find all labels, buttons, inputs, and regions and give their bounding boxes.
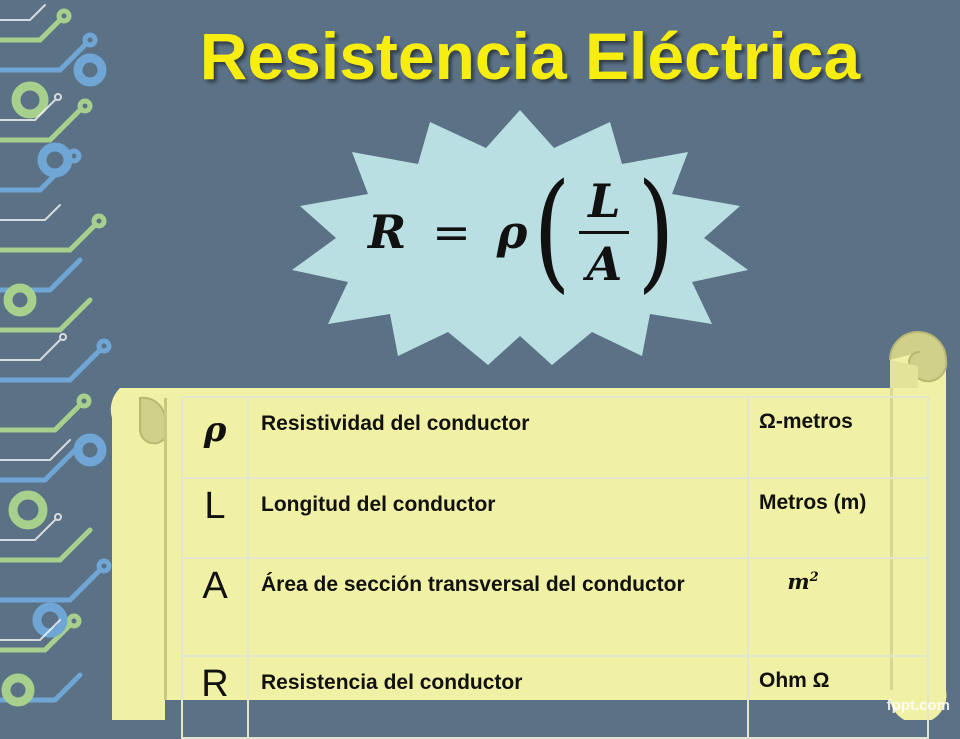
formula-denominator: A [586,236,623,291]
formula-fraction: L A [579,173,630,291]
resistance-formula: R = ρ ( L A ) [368,162,681,302]
symbol-cell: L [181,477,249,559]
table-row: R Resistencia del conductor Ohm Ω [181,655,929,739]
unit-cell: m2 [747,557,929,657]
starburst-shape [292,110,748,365]
table-row: ρ Resistividad del conductor Ω-metros [181,396,929,479]
description-cell: Área de sección transversal del conducto… [247,557,749,657]
unit-cell: Metros (m) [747,477,929,559]
symbol-cell: R [181,655,249,739]
description-cell: Longitud del conductor [247,477,749,559]
formula-lhs: R [368,205,407,259]
description-cell: Resistencia del conductor [247,655,749,739]
unit-base: m [787,569,810,594]
table-row: A Área de sección transversal del conduc… [181,557,929,657]
description-cell: Resistividad del conductor [247,396,749,479]
symbol-cell: A [181,557,249,657]
unit-exponent: 2 [809,570,819,585]
formula-equals: = [432,205,471,259]
table-row: L Longitud del conductor Metros (m) [181,477,929,559]
symbol-cell: ρ [181,396,249,479]
circuit-decoration [0,4,112,707]
fraction-bar [579,230,630,234]
formula-open-paren: ( [533,157,572,306]
variables-table: ρ Resistividad del conductor Ω-metros L … [181,396,929,739]
formula-numerator: L [588,173,621,228]
page-title: Resistencia Eléctrica [199,19,861,93]
unit-cell: Ω-metros [747,396,929,479]
formula-close-paren: ) [637,157,676,306]
formula-coefficient: ρ [496,205,528,259]
brand-watermark: fppt.com [886,697,950,714]
